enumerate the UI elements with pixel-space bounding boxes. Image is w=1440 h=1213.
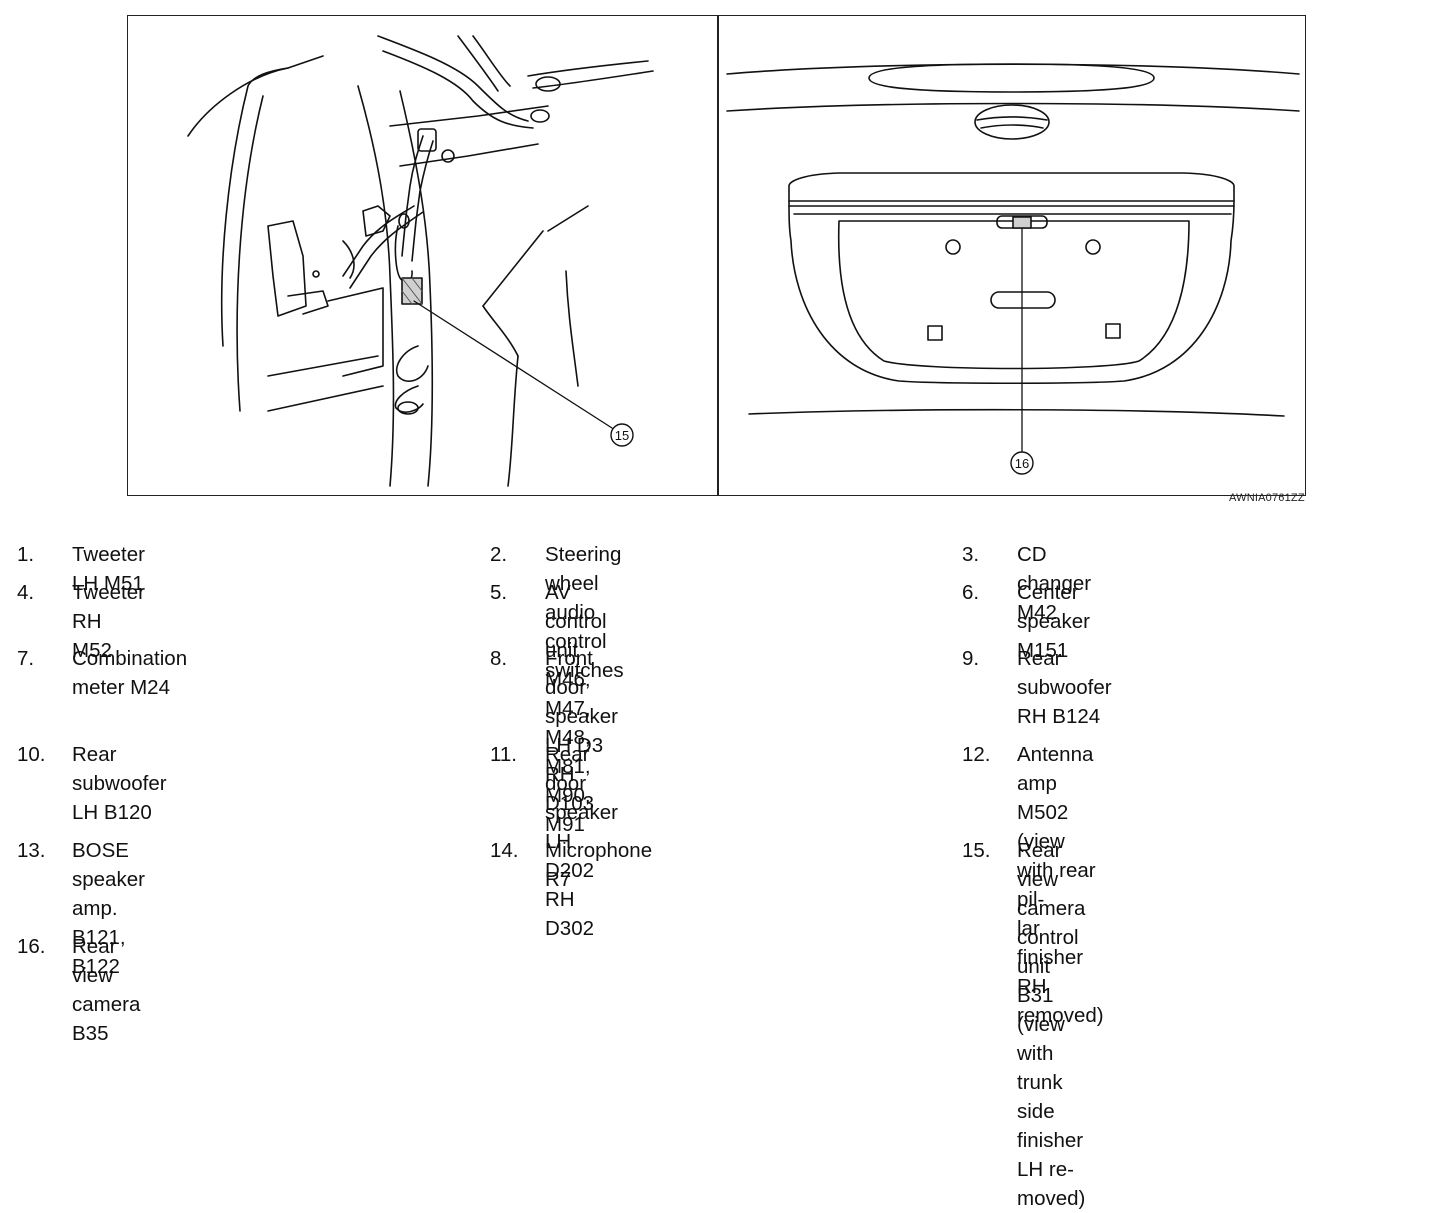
legend-number: 9.	[962, 647, 980, 670]
figure-frame	[127, 15, 1306, 496]
legend-text: AV control unit M46, M47, M48, M81, M90,…	[545, 581, 607, 836]
legend-number: 7.	[17, 647, 35, 670]
legend-number: 1.	[17, 543, 35, 566]
legend-text: BOSE speaker amp. B121, B122	[72, 839, 145, 978]
legend-text: Rear view camera control unit B31 (view …	[1017, 839, 1086, 1210]
callout-15: 15	[615, 428, 629, 443]
figure-code: AWNIA0761ZZ	[1229, 492, 1305, 504]
legend-number: 2.	[490, 543, 508, 566]
legend-text: Rear view camera B35	[72, 935, 141, 1045]
legend-text: Steering wheel audio control switches	[545, 543, 624, 682]
trunk-lid-view: 16	[719, 16, 1305, 494]
legend-number: 16.	[17, 935, 46, 958]
legend-number: 6.	[962, 581, 980, 604]
legend-number: 10.	[17, 743, 46, 766]
callout-16: 16	[1015, 456, 1029, 471]
legend-number: 13.	[17, 839, 46, 862]
legend-text: Center speaker M151	[1017, 581, 1090, 662]
legend-text: Rear subwoofer RH B124	[1017, 647, 1112, 728]
legend-text: Rear door speaker LH D202 RH D302	[545, 743, 618, 940]
legend-number: 8.	[490, 647, 508, 670]
legend-number: 14.	[490, 839, 519, 862]
legend-number: 15.	[962, 839, 991, 862]
panel-divider	[717, 15, 719, 496]
legend-text: Tweeter RH M52	[72, 581, 145, 662]
legend-text: CD changer M42	[1017, 543, 1092, 624]
legend-text: Front door speaker LH D3 RH D103	[545, 647, 618, 815]
legend-text: Tweeter LH M51	[72, 543, 145, 595]
legend-text: Rear subwoofer LH B120	[72, 743, 167, 824]
legend-text: Combination meter M24	[72, 647, 188, 699]
trunk-side-view: 15	[128, 16, 716, 494]
legend-text: Microphone R7	[545, 839, 653, 891]
legend-number: 3.	[962, 543, 980, 566]
legend-number: 4.	[17, 581, 35, 604]
legend-number: 12.	[962, 743, 991, 766]
legend-number: 11.	[490, 743, 517, 766]
legend-number: 5.	[490, 581, 508, 604]
